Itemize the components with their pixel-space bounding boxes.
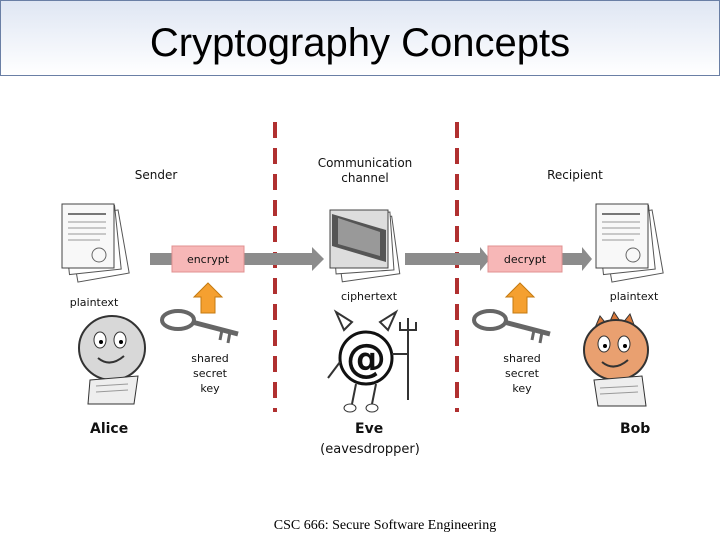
key-left-line-2: secret: [193, 367, 227, 380]
decrypt-box: [487, 245, 563, 273]
flow-arrow-2: [244, 247, 324, 271]
bob-avatar: [583, 310, 649, 407]
key-right-line-1: shared: [503, 352, 541, 365]
recipient-label: Recipient: [547, 168, 603, 182]
key-right-line-2: secret: [505, 367, 539, 380]
eve-avatar: @: [327, 309, 417, 413]
key-left-icon: [160, 309, 239, 344]
encrypt-label: encrypt: [186, 253, 230, 266]
page-title: Cryptography Concepts: [149, 21, 571, 65]
key-right-icon: [472, 309, 551, 344]
alice-label: Alice: [90, 421, 129, 437]
flow-arrow-3: [405, 247, 490, 271]
encrypt-box: [171, 245, 245, 273]
eve-label: Eve: [355, 421, 384, 437]
sender-label: Sender: [134, 168, 178, 182]
document-right-icon: [595, 203, 664, 283]
alice-avatar: [78, 315, 146, 405]
key-right-line-3: key: [512, 382, 532, 395]
shared-key-right-label: shared secret key: [492, 351, 552, 396]
eve-sub-label: (eavesdropper): [320, 442, 420, 457]
key-left-line-3: key: [200, 382, 220, 395]
plaintext-left-label: plaintext: [69, 296, 119, 309]
bob-label: Bob: [620, 421, 651, 437]
title-bar: [0, 0, 720, 76]
channel-label: Communication channel: [317, 156, 413, 185]
key-arrow-right-icon: [504, 282, 536, 314]
key-left-line-1: shared: [191, 352, 229, 365]
plaintext-right-label: plaintext: [609, 290, 659, 303]
shared-key-left-label: shared secret key: [180, 351, 240, 396]
decrypt-label: decrypt: [503, 253, 547, 266]
ciphertext-label: ciphertext: [340, 290, 398, 303]
document-left-icon: [61, 203, 130, 283]
footer-text: CSC 666: Secure Software Engineering: [273, 518, 497, 533]
ciphertext-document-icon: [329, 209, 401, 283]
key-arrow-left-icon: [192, 282, 224, 314]
flow-arrow-4: [562, 247, 592, 271]
svg-text:@: @: [346, 336, 386, 382]
